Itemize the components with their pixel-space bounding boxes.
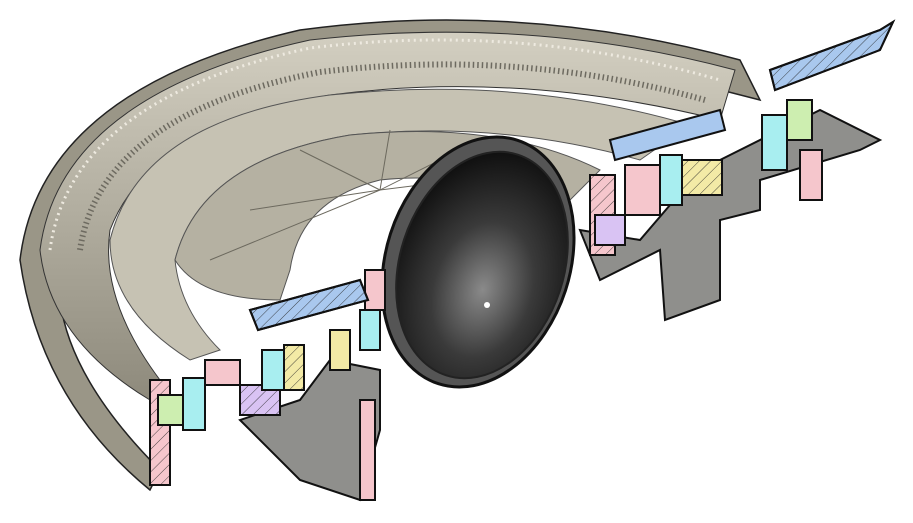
- ornament-band: [109, 88, 692, 361]
- section-left: [149, 269, 386, 501]
- section-right: [589, 19, 896, 256]
- tooth-row: [77, 61, 706, 251]
- lens-dome: [395, 150, 569, 380]
- ring-top-face: [39, 31, 736, 401]
- lens-highlight: [484, 302, 490, 308]
- frame-left: [238, 358, 381, 502]
